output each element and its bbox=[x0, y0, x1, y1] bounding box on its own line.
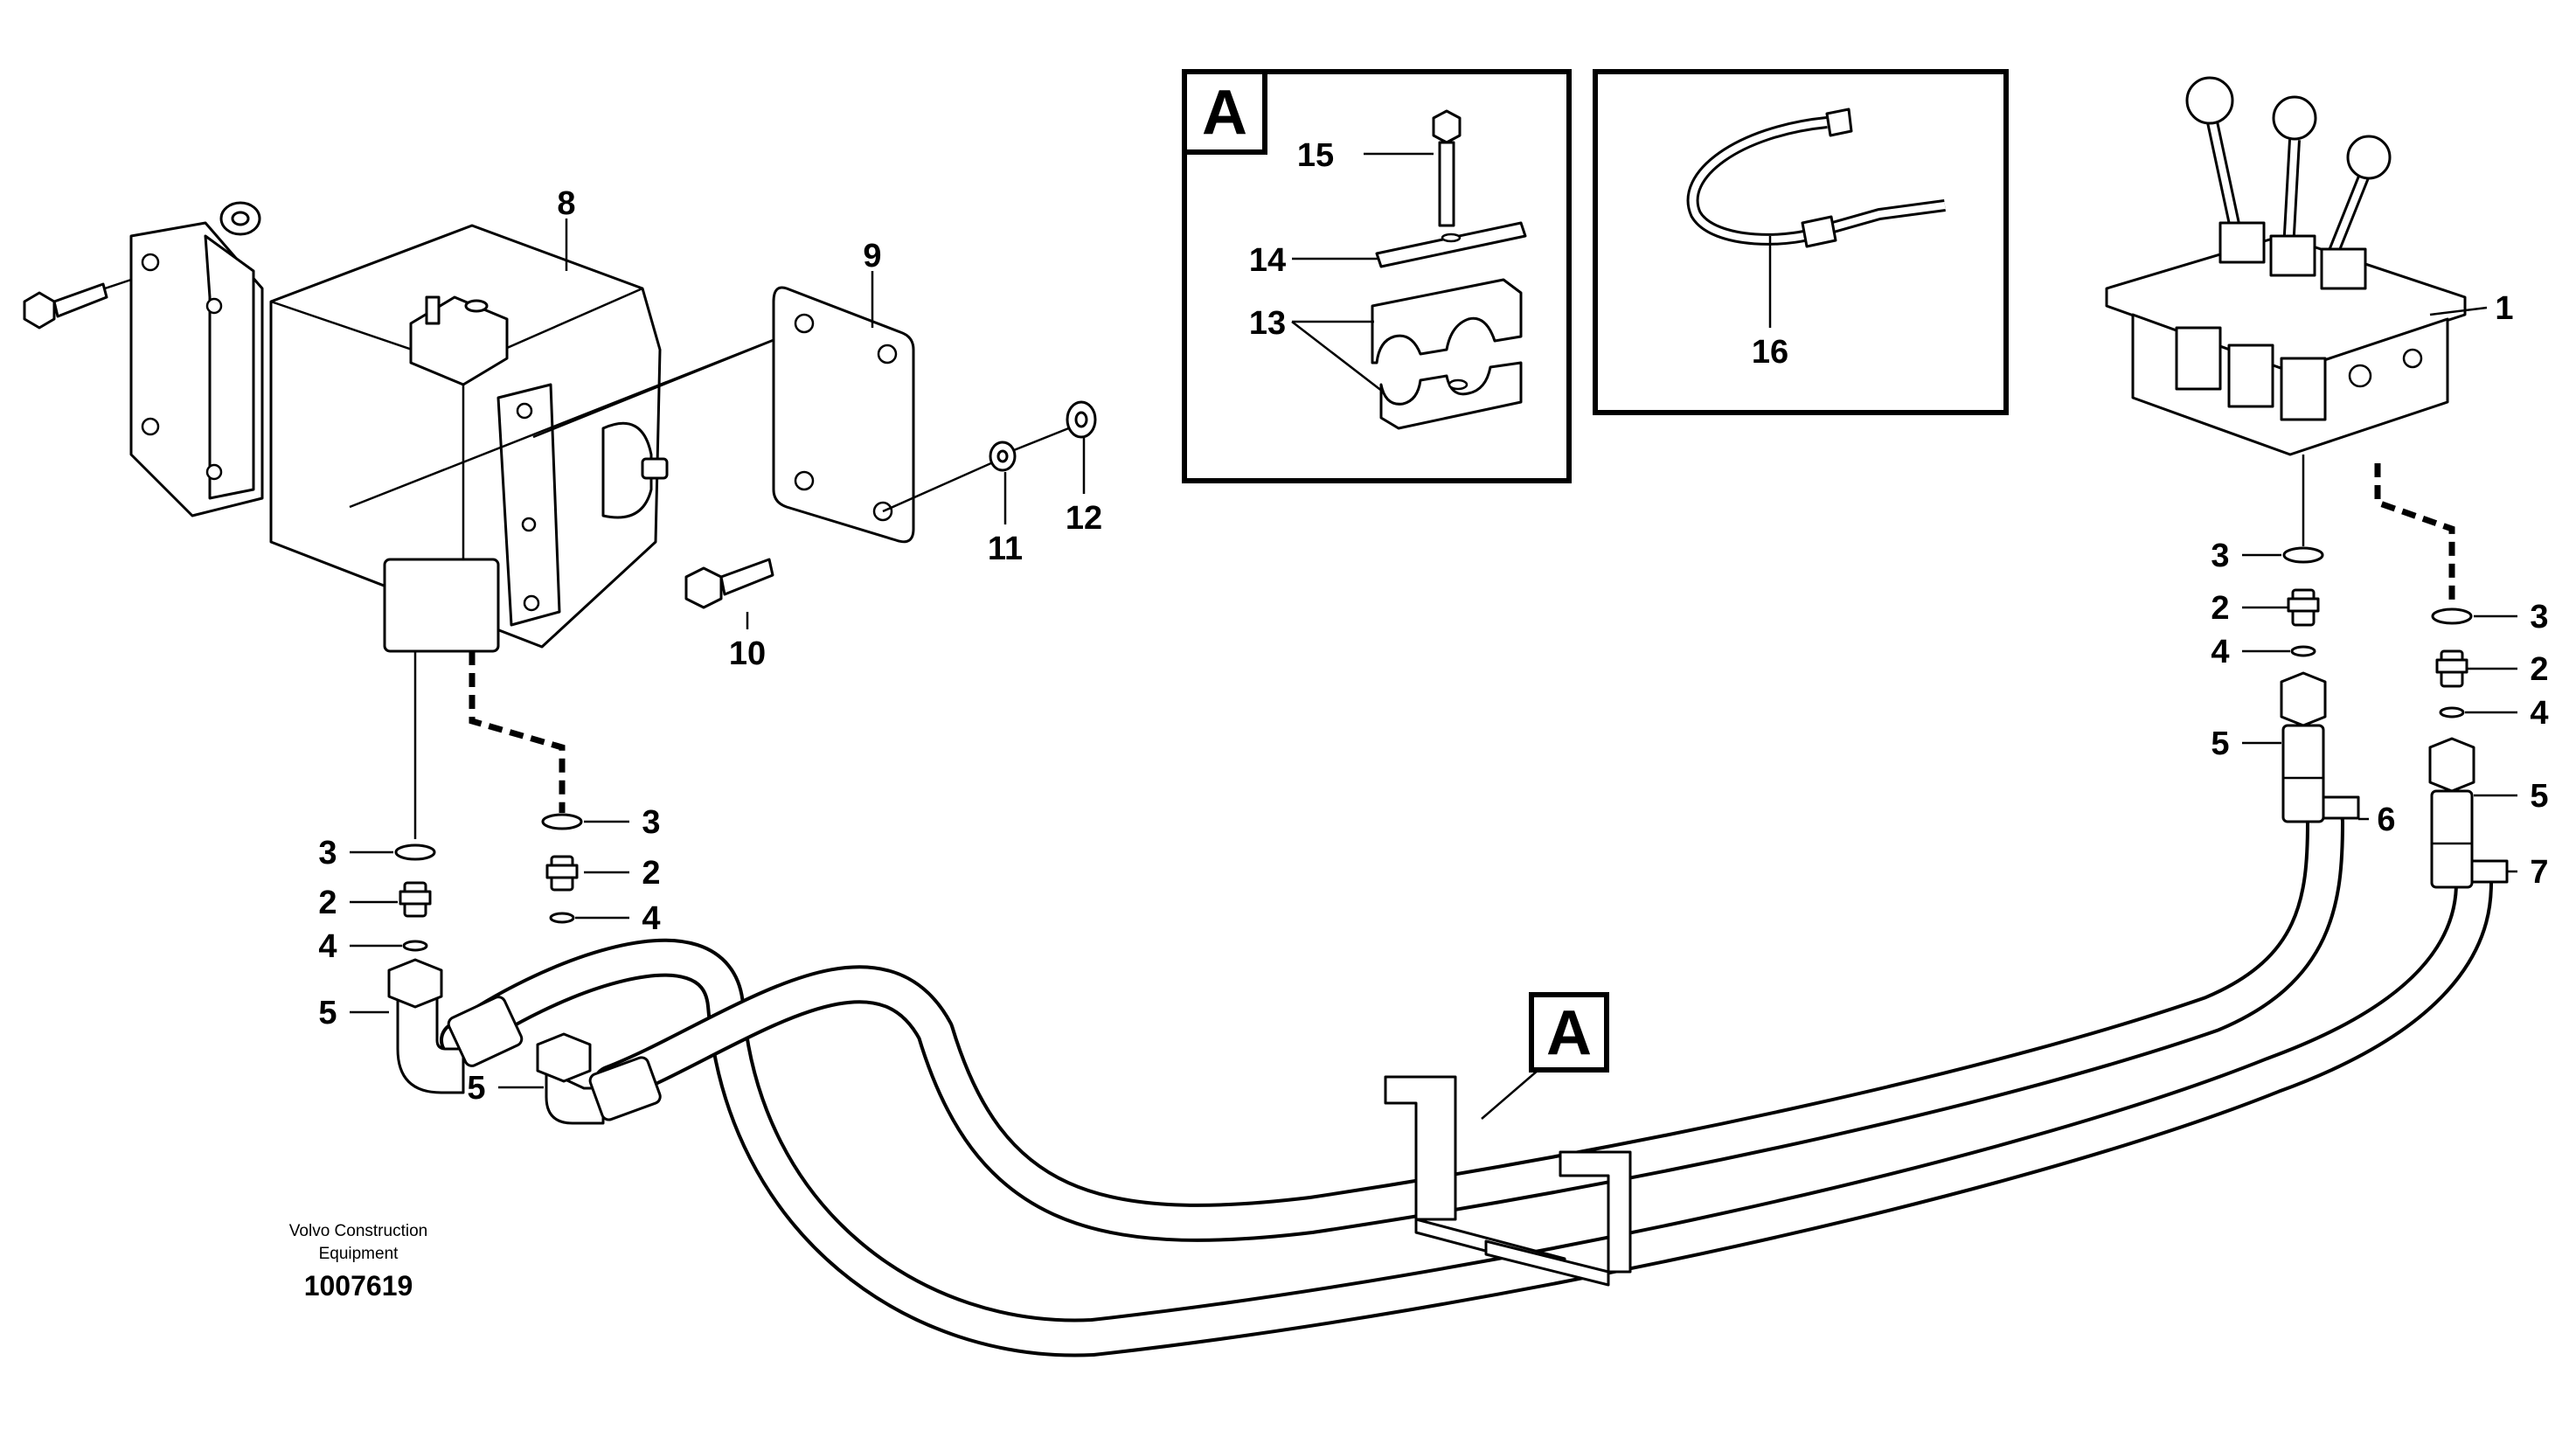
callout-4-right-a: 4 bbox=[2211, 634, 2229, 670]
hose-assembly bbox=[440, 802, 2493, 1357]
callout-15: 15 bbox=[1297, 137, 1334, 174]
right-hose-fitting-1 bbox=[2280, 671, 2360, 823]
callout-numbers: 8 9 10 11 12 1 3 2 4 5 3 2 4 5 3 2 4 5 6… bbox=[318, 185, 2548, 1107]
adapter-stack-right-2 bbox=[2431, 607, 2473, 718]
callout-4-left-a: 4 bbox=[318, 928, 337, 965]
right-hose-fitting-2 bbox=[2428, 737, 2509, 889]
valve-port-dashes bbox=[413, 651, 566, 839]
callout-7: 7 bbox=[2530, 854, 2548, 891]
callout-5-left-b: 5 bbox=[467, 1070, 485, 1107]
callout-1: 1 bbox=[2495, 290, 2513, 327]
callout-12: 12 bbox=[1066, 500, 1102, 537]
callout-5-right-a: 5 bbox=[2211, 725, 2229, 762]
company-line-1: Volvo Construction bbox=[289, 1222, 427, 1240]
callout-13: 13 bbox=[1249, 305, 1286, 342]
callout-9: 9 bbox=[863, 238, 881, 274]
hose-clamp-bracket bbox=[1384, 1075, 1632, 1287]
callout-6: 6 bbox=[2377, 802, 2395, 838]
callout-5-right-b: 5 bbox=[2530, 778, 2548, 815]
cover-plate bbox=[772, 286, 915, 544]
plate-washer bbox=[989, 441, 1017, 472]
callout-5-left-a: 5 bbox=[318, 995, 337, 1031]
inset-cable-tie-frame: 16 bbox=[1593, 69, 2009, 415]
callout-3-right-a: 3 bbox=[2211, 538, 2229, 574]
callout-11: 11 bbox=[988, 531, 1023, 567]
callout-2-left-b: 2 bbox=[642, 855, 660, 892]
detail-marker-letter: A bbox=[1546, 998, 1592, 1068]
callout-2-left-a: 2 bbox=[318, 885, 337, 921]
bracket-bolt bbox=[23, 278, 132, 330]
callout-2-right-a: 2 bbox=[2211, 590, 2229, 627]
detail-marker-a: A bbox=[1481, 992, 1609, 1120]
left-hose-fitting-1 bbox=[387, 958, 524, 1094]
callout-2-right-b: 2 bbox=[2530, 651, 2548, 688]
adapter-stack-right-1 bbox=[2282, 546, 2324, 657]
control-valve bbox=[2105, 76, 2467, 456]
adapter-stack-left-2 bbox=[541, 813, 583, 924]
callout-3-right-b: 3 bbox=[2530, 599, 2548, 635]
left-hose-fitting-2 bbox=[536, 1032, 662, 1125]
adapter-stack-left-1 bbox=[394, 843, 436, 952]
bracket-washer bbox=[219, 201, 261, 236]
callout-10: 10 bbox=[729, 635, 766, 672]
callout-4-left-b: 4 bbox=[642, 900, 660, 937]
plate-nut bbox=[1066, 400, 1097, 439]
callout-8: 8 bbox=[557, 185, 575, 222]
company-line-2: Equipment bbox=[319, 1245, 399, 1263]
document-number: 1007619 bbox=[304, 1270, 413, 1302]
control-valve-dashes bbox=[2302, 455, 2455, 603]
callout-16: 16 bbox=[1752, 334, 1788, 371]
inset-a-frame: A 15 14 13 bbox=[1182, 69, 1572, 483]
plate-bolt bbox=[684, 558, 774, 609]
valve-assembly bbox=[129, 221, 805, 653]
callout-3-left-a: 3 bbox=[318, 835, 337, 871]
inset-a-letter: A bbox=[1202, 78, 1247, 148]
footer: Volvo Construction Equipment 1007619 bbox=[289, 1222, 427, 1302]
callout-4-right-b: 4 bbox=[2530, 695, 2548, 732]
callout-14: 14 bbox=[1249, 242, 1286, 279]
callout-leaders bbox=[350, 219, 2517, 1089]
callout-3-left-b: 3 bbox=[642, 804, 660, 841]
